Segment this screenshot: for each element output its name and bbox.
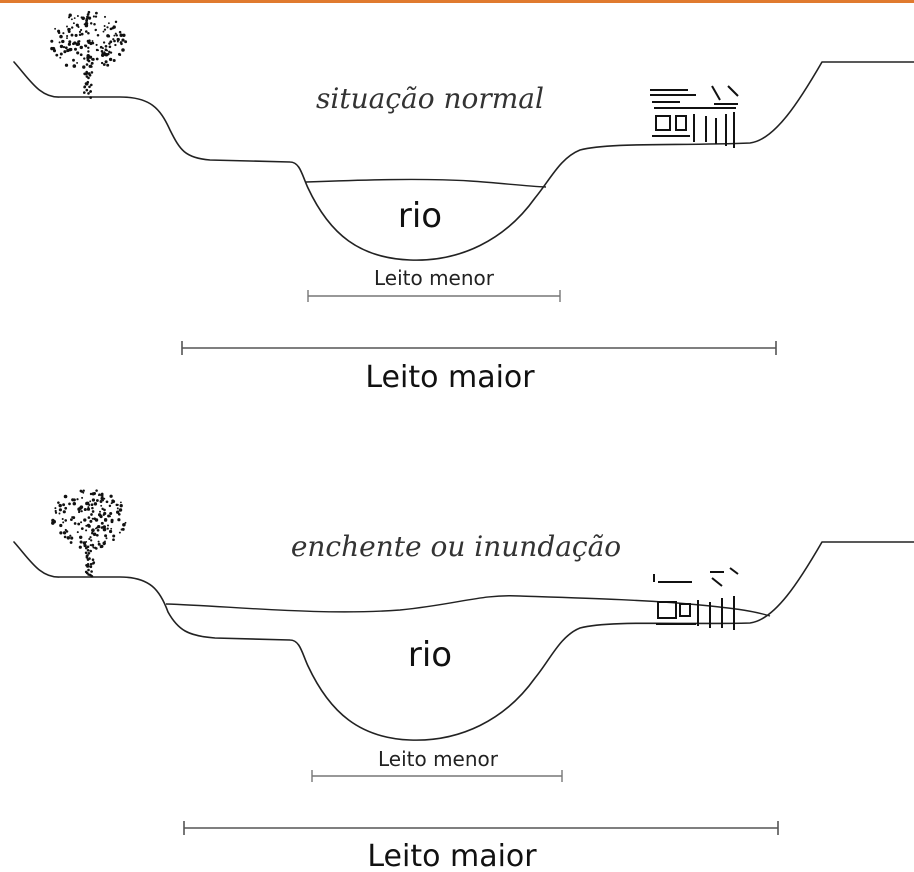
terrain-profile-flood xyxy=(13,541,914,741)
terrain-profile-normal xyxy=(13,61,914,261)
house-icon xyxy=(650,85,739,148)
house-icon xyxy=(653,567,739,630)
panel-title-flood: enchente ou inundação xyxy=(291,530,621,563)
water-surface-normal xyxy=(305,178,547,188)
major-bed-span-flood xyxy=(183,821,779,835)
tree-icon xyxy=(50,10,128,99)
panel-normal: situação normal rio Leito menor Leito ma… xyxy=(13,10,914,395)
minor-bed-span-normal xyxy=(307,290,561,302)
river-label-flood: rio xyxy=(408,635,452,675)
major-bed-label-normal: Leito maior xyxy=(365,360,535,395)
panel-flood: enchente ou inundação rio Leito menor Le… xyxy=(13,489,914,872)
top-accent-bar xyxy=(0,0,914,3)
panel-title-normal: situação normal xyxy=(316,82,544,115)
river-label-normal: rio xyxy=(398,196,442,236)
minor-bed-label-flood: Leito menor xyxy=(378,747,499,771)
water-surface-flood xyxy=(165,595,771,617)
minor-bed-label-normal: Leito menor xyxy=(374,266,495,290)
major-bed-label-flood: Leito maior xyxy=(367,839,537,872)
minor-bed-span-flood xyxy=(311,770,563,782)
tree-icon xyxy=(51,489,127,578)
major-bed-span-normal xyxy=(181,341,777,355)
